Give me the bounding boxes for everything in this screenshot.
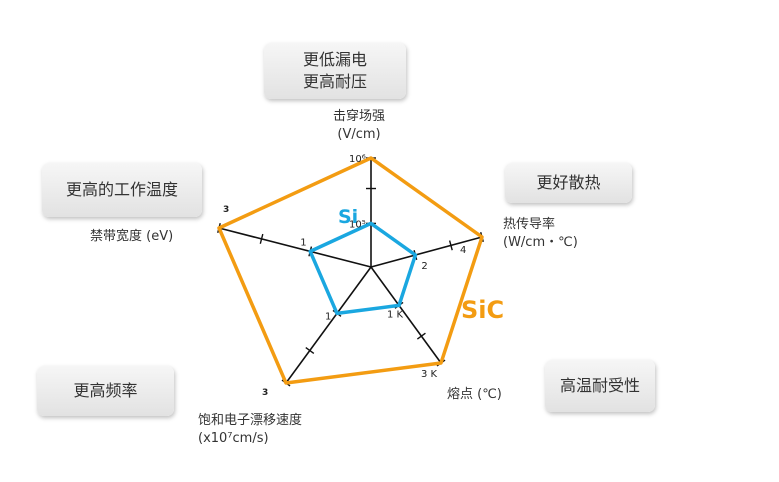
axis-name-thermal: 热传导率 bbox=[503, 217, 556, 232]
tick-label-1-0: 2 bbox=[421, 261, 427, 272]
series-polygon-si bbox=[308, 221, 418, 316]
tag-bottom-right-label: 高温耐受性 bbox=[559, 376, 640, 395]
axis-name-melting: 熔点 (℃) bbox=[447, 387, 502, 402]
axis-unit-breakdown: (V/cm) bbox=[337, 127, 381, 142]
series-polygon-sic bbox=[217, 156, 484, 385]
axis-label-electron-drift: 饱和电子漂移速度 (x10⁷cm/s) bbox=[198, 412, 302, 448]
tag-high-frequency: 更高频率 bbox=[37, 366, 174, 416]
tag-bottom-left-label: 更高频率 bbox=[73, 381, 138, 400]
axis-name-breakdown: 击穿场强 bbox=[333, 109, 386, 124]
tick-label-4-0: 1 bbox=[300, 237, 306, 248]
tag-right-label: 更好散热 bbox=[536, 173, 601, 192]
series-label-sic: SiC bbox=[461, 296, 505, 324]
axis-name-bandgap: 禁带宽度 (eV) bbox=[90, 229, 174, 244]
axis-label-breakdown-field: 击穿场强 (V/cm) bbox=[333, 108, 385, 144]
tag-top-line1: 更低漏电 bbox=[302, 50, 367, 69]
axis-tick-1-1 bbox=[448, 240, 453, 251]
axis-line-3 bbox=[285, 266, 372, 384]
axis-tick-3-1 bbox=[305, 347, 315, 355]
series-label-si: Si bbox=[338, 206, 359, 228]
axis-label-melting-point: 熔点 (℃) bbox=[447, 386, 502, 404]
axis-unit-thermal: (W/cm・℃) bbox=[503, 235, 578, 250]
tick-label-2-1: 3 K bbox=[421, 369, 438, 380]
tick-label-3-1: 3 bbox=[262, 388, 268, 398]
tag-left-label: 更高的工作温度 bbox=[65, 180, 178, 199]
tick-label-2-0: 1 K bbox=[387, 309, 404, 320]
tick-label-3-0: 1 bbox=[325, 311, 331, 322]
tick-label-4-1: 3 bbox=[223, 205, 229, 215]
axis-label-bandgap: 禁带宽度 (eV) bbox=[90, 228, 173, 246]
axis-line-4 bbox=[218, 227, 372, 268]
tag-top-line2: 更高耐压 bbox=[302, 72, 367, 91]
axis-line-1 bbox=[370, 236, 483, 268]
tag-heat-tolerance: 高温耐受性 bbox=[545, 360, 655, 412]
axis-line-2 bbox=[370, 266, 442, 364]
axis-label-thermal-conductivity: 热传导率 (W/cm・℃) bbox=[503, 216, 578, 252]
axis-name-drift: 饱和电子漂移速度 bbox=[198, 413, 303, 428]
tag-high-temperature: 更高的工作温度 bbox=[42, 163, 202, 217]
tick-label-0-1: 10⁶ bbox=[349, 154, 366, 165]
tick-label-0-0: 10⁵ bbox=[349, 219, 366, 230]
tag-low-leakage-high-voltage: 更低漏电 更高耐压 bbox=[264, 43, 406, 99]
axis-tick-4-1 bbox=[259, 233, 264, 244]
axis-unit-drift: (x10⁷cm/s) bbox=[198, 431, 269, 446]
axis-tick-2-1 bbox=[416, 332, 426, 340]
tag-better-heat-dissipation: 更好散热 bbox=[505, 163, 632, 203]
tick-label-1-1: 4 bbox=[460, 245, 466, 256]
